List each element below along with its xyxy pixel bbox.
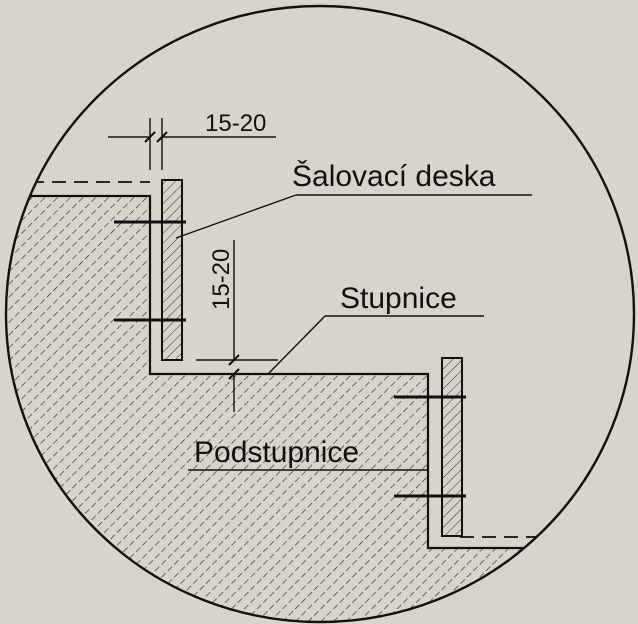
callout-riser: Podstupnice — [188, 436, 428, 471]
label-formwork-board: Šalovací deska — [292, 159, 496, 193]
formwork-board-lower — [394, 357, 466, 537]
callout-formwork-board: Šalovací deska — [175, 159, 532, 239]
label-tread: Stupnice — [340, 282, 457, 315]
detail-circle — [4, 4, 636, 624]
formwork-board-upper — [114, 179, 186, 361]
concrete-stair — [6, 181, 634, 622]
dimension-horizontal: 15-20 — [108, 110, 276, 170]
dimension-vertical-label: 15-20 — [208, 249, 235, 310]
label-riser: Podstupnice — [194, 436, 359, 469]
dimension-vertical: 15-20 — [196, 240, 278, 412]
dimension-horizontal-label: 15-20 — [205, 110, 266, 137]
callout-tread: Stupnice — [267, 282, 484, 375]
